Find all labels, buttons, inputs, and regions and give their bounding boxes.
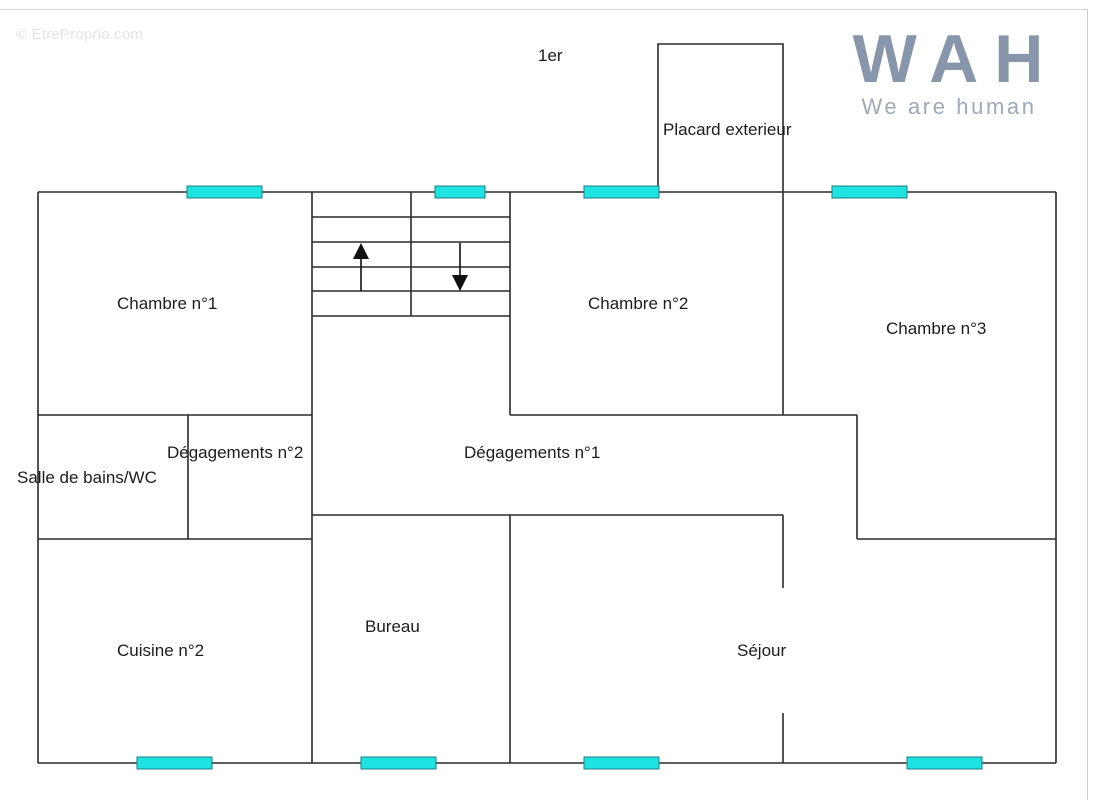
window (831, 185, 908, 199)
window (186, 185, 263, 199)
windows (136, 185, 983, 770)
window (136, 756, 213, 770)
arrow-down-icon (452, 243, 468, 291)
room-label-chambre2: Chambre n°2 (588, 294, 688, 313)
watermark: © EtreProprio.com (16, 26, 143, 43)
room-label-salle-de-bains: Salle de bains/WC (17, 468, 157, 487)
frame-right-border (1087, 9, 1088, 800)
room-label-degagements1: Dégagements n°1 (464, 443, 600, 462)
room-label-degagements2: Dégagements n°2 (167, 443, 303, 462)
window (583, 185, 660, 199)
window (583, 756, 660, 770)
floor-label: 1er (538, 46, 563, 65)
frame-top-border (0, 9, 1088, 10)
arrow-up-icon (353, 243, 369, 291)
walls (37, 43, 1057, 764)
window (906, 756, 983, 770)
wall-placard (657, 43, 784, 192)
logo-letters: WAH (852, 21, 1060, 97)
room-label-chambre3: Chambre n°3 (886, 319, 986, 338)
room-label-cuisine2: Cuisine n°2 (117, 641, 204, 660)
window (434, 185, 486, 199)
room-label-chambre1: Chambre n°1 (117, 294, 217, 313)
room-label-placard: Placard exterieur (663, 120, 792, 139)
room-label-bureau: Bureau (365, 617, 420, 636)
wah-logo: WAH We are human (834, 24, 1064, 120)
window (360, 756, 437, 770)
logo-tagline: We are human (861, 94, 1037, 119)
room-label-sejour: Séjour (737, 641, 786, 660)
